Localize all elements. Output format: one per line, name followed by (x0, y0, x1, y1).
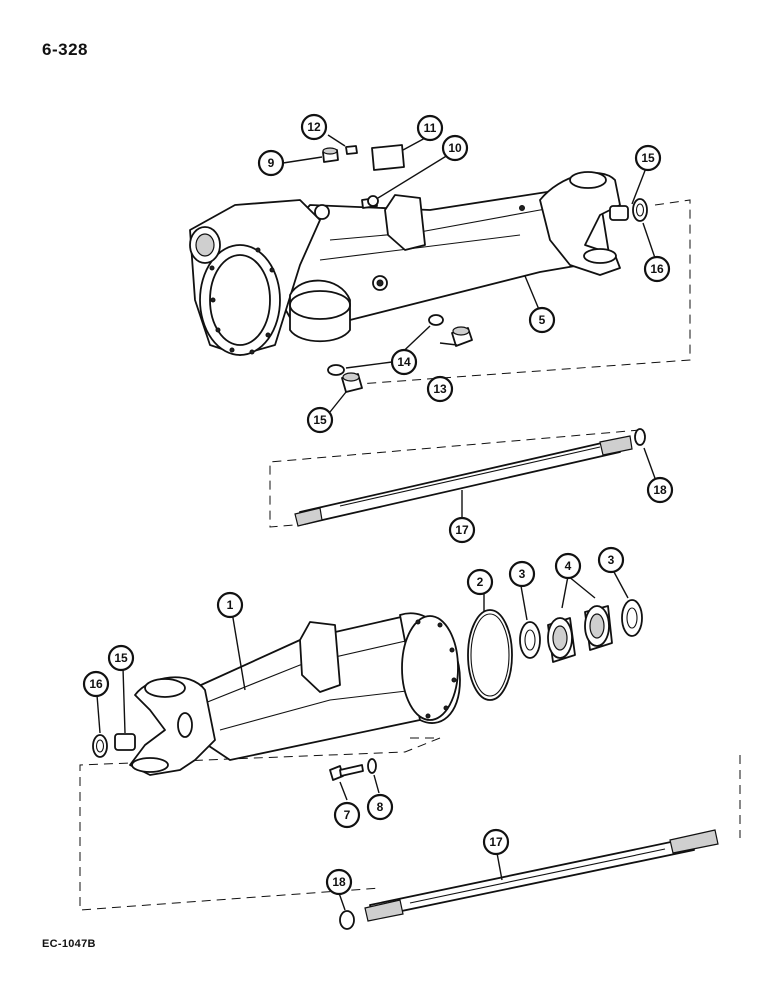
callout-16-lower: 16 (82, 670, 110, 698)
upper-shaft-dashed-outline (269, 429, 641, 528)
svg-text:13: 13 (433, 382, 447, 396)
callout-8: 9 (257, 149, 285, 177)
lower-small-parts (92, 599, 643, 781)
svg-text:17: 17 (455, 523, 469, 537)
svg-text:5: 5 (539, 313, 546, 327)
callout-3-left: 3 (508, 560, 536, 588)
svg-text:15: 15 (641, 151, 655, 165)
callout-15-upper: 15 (634, 144, 662, 172)
svg-text:8: 8 (377, 800, 384, 814)
upper-axle-housing (189, 171, 621, 356)
callout-18-upper: 18 (646, 476, 674, 504)
callout-17-upper: 17 (448, 516, 476, 544)
upper-housing-dashed-outline (344, 199, 691, 386)
callout-5: 5 (528, 306, 556, 334)
callout-12: 13 (426, 375, 454, 403)
svg-text:9: 9 (268, 156, 275, 170)
callout-3-right: 3 (597, 546, 625, 574)
callout-15-lower: 15 (107, 644, 135, 672)
svg-text:16: 16 (650, 262, 664, 276)
callout-17-lower: 17 (482, 828, 510, 856)
callout-1: 1 (216, 591, 244, 619)
svg-text:15: 15 (313, 413, 327, 427)
svg-text:14: 14 (397, 355, 411, 369)
callout-7: 8 (366, 793, 394, 821)
lower-drive-shaft (339, 829, 719, 930)
callout-14: 15 (306, 406, 334, 434)
callout-10: 11 (416, 114, 444, 142)
svg-text:1: 1 (227, 598, 234, 612)
lower-housing-dashed-outline (79, 737, 441, 911)
svg-text:4: 4 (565, 559, 572, 573)
svg-text:11: 11 (424, 121, 437, 135)
callout-4: 4 (554, 552, 582, 580)
upper-small-parts (322, 144, 648, 393)
svg-text:17: 17 (489, 835, 503, 849)
svg-text:15: 15 (114, 651, 128, 665)
callout-9: 10 (441, 134, 469, 162)
callout-11: 12 (300, 113, 328, 141)
svg-text:3: 3 (608, 553, 615, 567)
svg-text:18: 18 (653, 483, 667, 497)
svg-text:3: 3 (519, 567, 526, 581)
upper-drive-shaft (294, 428, 646, 527)
callout-13: 14 (390, 348, 418, 376)
lower-axle-housing (129, 612, 461, 776)
svg-text:18: 18 (332, 875, 346, 889)
svg-text:10: 10 (448, 141, 462, 155)
callout-2: 2 (466, 568, 494, 596)
svg-text:12: 12 (307, 120, 321, 134)
callout-18-lower: 18 (325, 868, 353, 896)
svg-text:16: 16 (89, 677, 103, 691)
svg-text:2: 2 (477, 575, 484, 589)
page-number: 6-328 (42, 40, 88, 59)
callout-16-upper: 16 (643, 255, 671, 283)
svg-text:7: 7 (344, 808, 351, 822)
callout-6: 7 (333, 801, 361, 829)
figure-code: EC-1047B (42, 938, 96, 950)
